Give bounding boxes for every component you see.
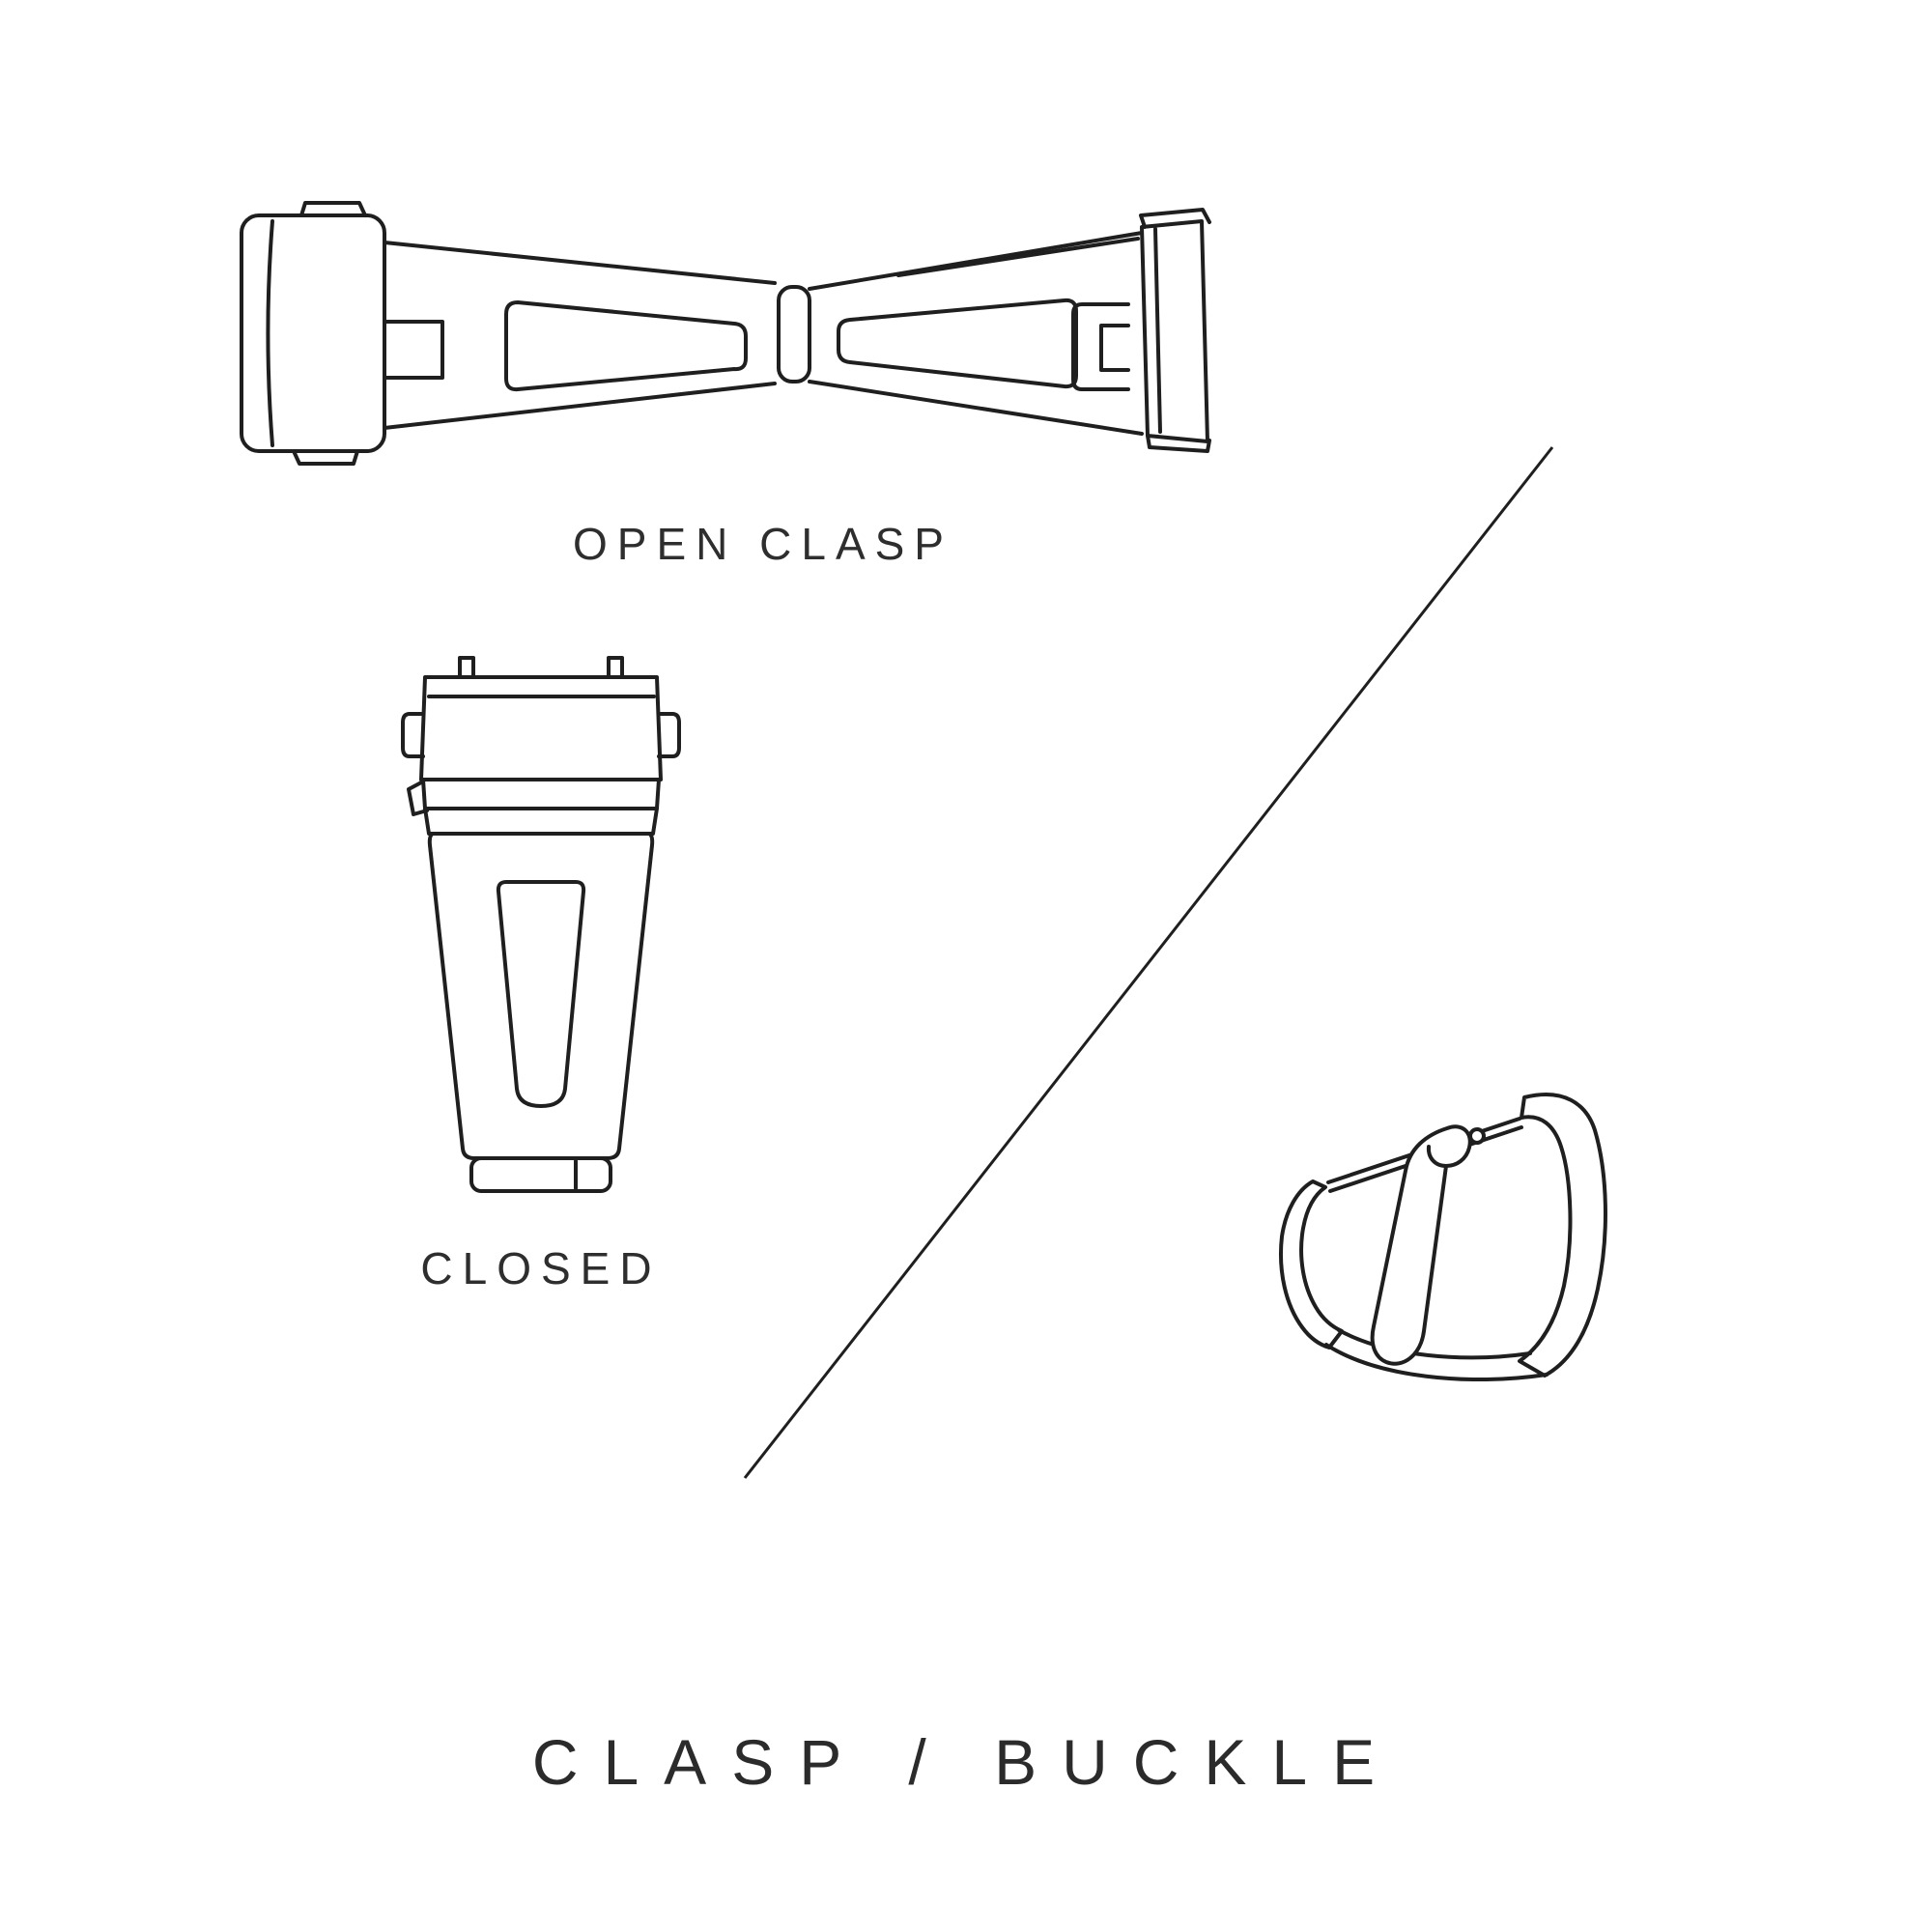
clasp-right-arm-cutout <box>837 298 1078 389</box>
closed-clasp-left-ear <box>401 712 425 758</box>
clasp-right-top-tab <box>1139 208 1211 229</box>
buckle-bottom-bar-outer <box>1324 1343 1548 1381</box>
closed-clasp-band-strip-1 <box>421 778 661 810</box>
clasp-right-end-plate-line <box>1153 227 1162 434</box>
closed-clasp-band-strip-2 <box>423 807 659 836</box>
open-clasp-figure: OPEN CLASP <box>222 179 1304 570</box>
clasp-left-arm-top-edge <box>383 241 777 285</box>
buckle-tang <box>1370 1124 1472 1366</box>
closed-clasp-slot <box>496 880 586 1108</box>
closed-clasp-body <box>427 832 655 1160</box>
clasp-right-arm-plate-line <box>896 237 1140 277</box>
closed-clasp-bottom-bar <box>469 1156 612 1193</box>
closed-clasp-left-prong <box>458 656 475 679</box>
clasp-left-cover <box>240 213 386 453</box>
buckle-tang-loop-line <box>1426 1145 1448 1168</box>
clasp-left-arm-notch <box>383 320 444 380</box>
tang-buckle-illustration <box>1278 1093 1607 1381</box>
buckle-figure <box>1241 1082 1642 1415</box>
clasp-left-top-tab <box>299 201 367 217</box>
buckle-bottom-bar-inner <box>1337 1328 1532 1360</box>
clasp-right-end-plate <box>1140 219 1209 443</box>
clasp-left-bottom-tab <box>292 449 359 466</box>
closed-clasp-right-prong <box>607 656 624 679</box>
buckle-pin-ring <box>1468 1127 1486 1145</box>
clasp-left-arm-bottom-edge <box>383 382 777 430</box>
clasp-right-arm-bottom-edge <box>808 380 1144 436</box>
open-clasp-label: OPEN CLASP <box>573 519 953 569</box>
buckle-right-frame <box>1518 1093 1607 1378</box>
buckle-left-frame <box>1278 1179 1344 1350</box>
page-title: CLASP / BUCKLE <box>531 1726 1401 1798</box>
closed-clasp-illustration <box>401 656 681 1193</box>
clasp-catch-hook <box>1099 324 1130 372</box>
closed-clasp-right-ear <box>657 712 681 758</box>
clasp-right-arm-top-edge <box>808 231 1144 291</box>
clasp-left-arm-cutout <box>504 300 748 392</box>
clasp-center-hinge <box>777 285 811 384</box>
clasp-left-cover-fold-line <box>266 219 274 447</box>
closed-clasp-figure: CLOSED <box>386 652 696 1294</box>
closed-clasp-label: CLOSED <box>420 1243 662 1293</box>
open-clasp-illustration <box>240 201 1211 466</box>
closed-clasp-left-fold <box>407 780 429 816</box>
clasp-catch-bracket <box>1071 302 1130 391</box>
closed-clasp-top-block <box>419 675 663 781</box>
